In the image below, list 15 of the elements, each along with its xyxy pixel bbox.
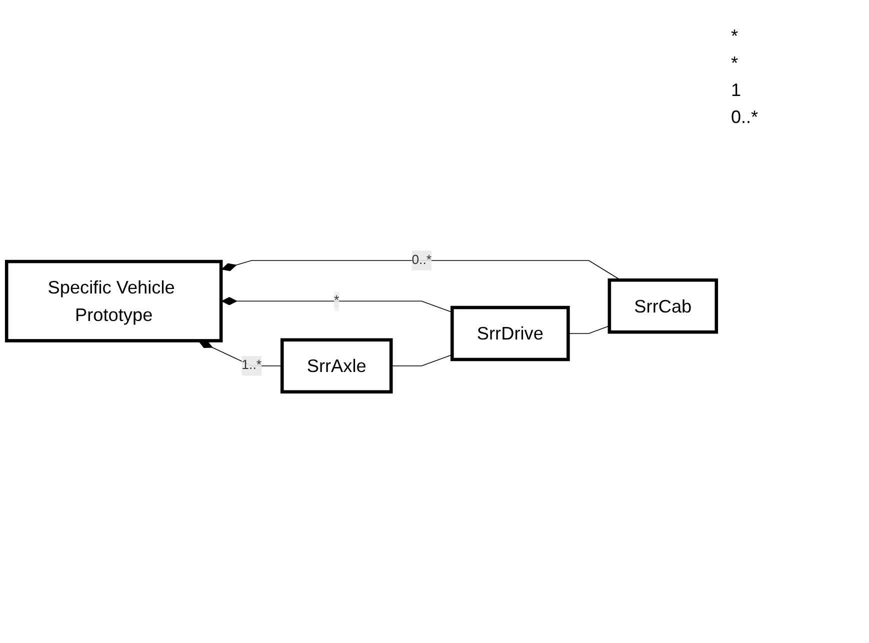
multiplicity-label: 1 [731, 80, 742, 101]
connector [390, 354, 453, 367]
multiplicity-label: * [731, 26, 740, 47]
node-box: SrrCab [608, 278, 718, 334]
multiplicity-label: * [731, 53, 740, 74]
connector [220, 297, 453, 313]
multiplicity-label: 0..* [731, 107, 760, 128]
node-box: Specific Vehicle Prototype [4, 260, 223, 343]
edge-label: 0..* [412, 253, 432, 268]
connector [198, 340, 283, 367]
edge-label: * [334, 294, 340, 308]
node-box: SrrAxle [280, 338, 393, 394]
node-box: SrrDrive [450, 306, 570, 362]
edge-label: 1..* [242, 358, 262, 373]
connector [568, 326, 610, 334]
